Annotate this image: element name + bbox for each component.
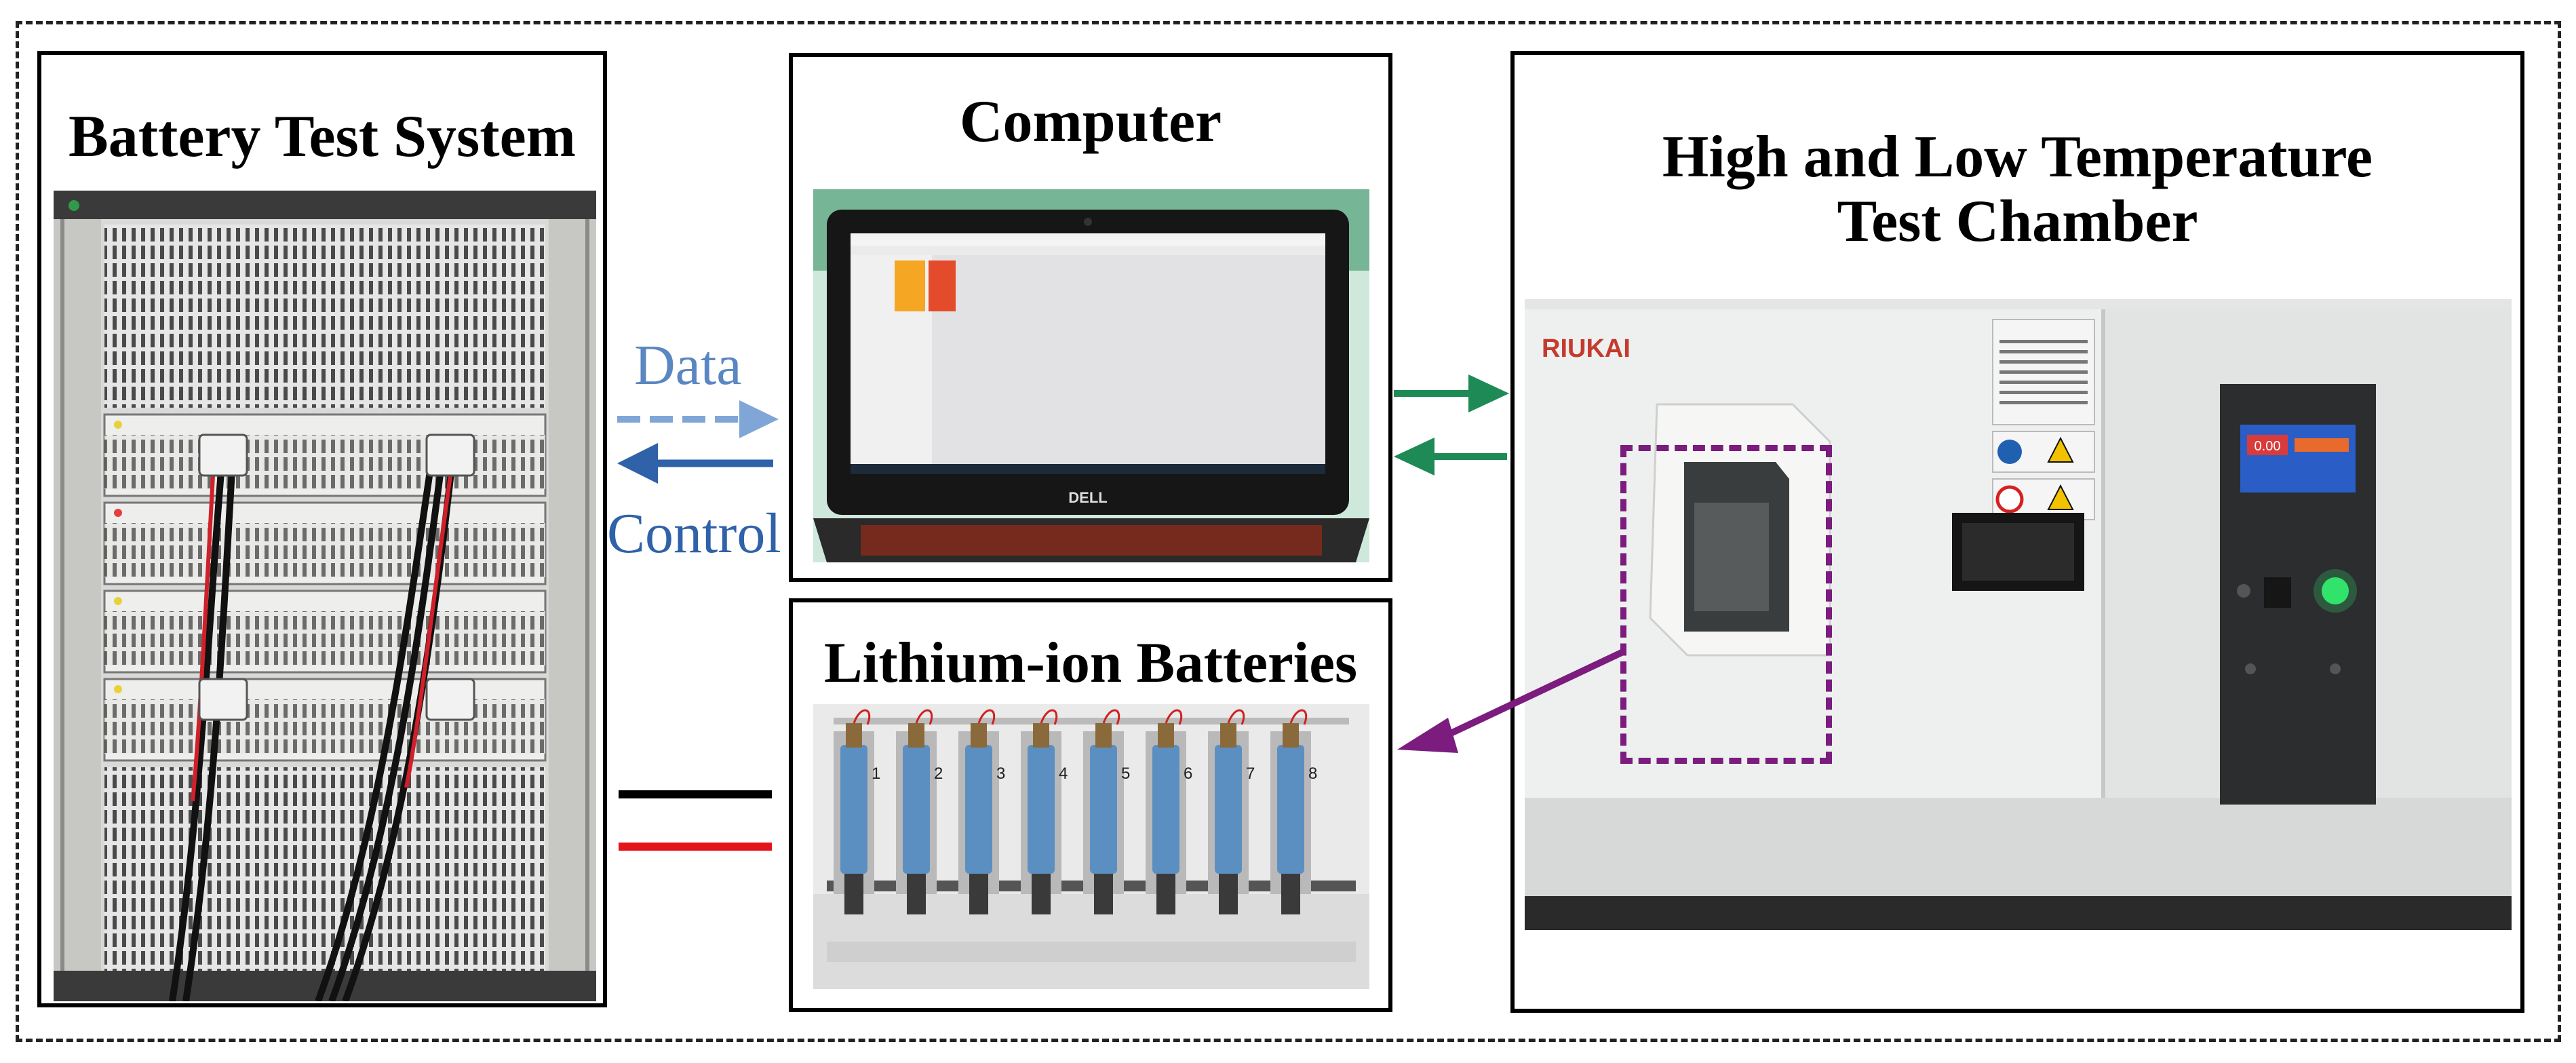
batteries-title: Lithium-ion Batteries — [823, 631, 1358, 695]
control-arrow-head — [617, 443, 658, 484]
battery-cell-number: 1 — [872, 765, 880, 783]
chamber-to-batteries-arrow-head — [1397, 718, 1458, 753]
chamber-display-value: 0.00 — [2255, 439, 2281, 454]
battery-test-system-title: Battery Test System — [69, 104, 576, 170]
data-arrow-label: Data — [634, 334, 742, 397]
chamber-title-line1: High and Low Temperature — [1662, 124, 2373, 190]
battery-cell-number: 4 — [1059, 765, 1068, 783]
computer-panel: Computer DELL — [789, 53, 1392, 582]
battery-cell: 5 — [1083, 709, 1130, 914]
data-arrow-head — [739, 400, 779, 438]
chamber-to-batteries-arrow — [1436, 648, 1626, 743]
battery-cell: 3 — [958, 709, 1005, 914]
batteries-panel: Lithium-ion Batteries 1 2 3 4 5 6 7 8 — [789, 598, 1392, 1012]
battery-cell: 7 — [1208, 709, 1255, 914]
chamber-brand-logo: RIUKAI — [1542, 334, 1631, 363]
battery-cell: 6 — [1146, 709, 1192, 914]
battery-cell: 2 — [896, 709, 943, 914]
laptop-brand-logo: DELL — [1068, 489, 1107, 506]
computer-to-chamber-arrow-head — [1468, 374, 1509, 412]
laptop-photo: DELL — [813, 189, 1369, 562]
batteries-photo: 1 2 3 4 5 6 7 8 — [813, 704, 1369, 989]
chamber-sample-highlight-box — [1620, 445, 1832, 764]
battery-cell-number: 7 — [1246, 765, 1255, 783]
battery-cell-number: 8 — [1308, 765, 1317, 783]
battery-cell-number: 3 — [996, 765, 1005, 783]
battery-cell: 1 — [834, 709, 880, 914]
battery-test-system-panel: Battery Test System — [37, 51, 607, 1007]
battery-cell-number: 5 — [1121, 765, 1130, 783]
battery-test-system-photo — [54, 191, 596, 1001]
outer-dashed-border — [16, 21, 2561, 1042]
chamber-panel: High and Low Temperature Test Chamber RI… — [1510, 51, 2524, 1013]
computer-title: Computer — [959, 89, 1222, 155]
chamber-to-computer-arrow-head — [1394, 438, 1435, 476]
battery-cell: 8 — [1270, 709, 1317, 914]
chamber-title-line2: Test Chamber — [1837, 189, 2198, 254]
control-arrow-label: Control — [607, 502, 781, 565]
battery-cell: 4 — [1021, 709, 1068, 914]
battery-cell-number: 2 — [934, 765, 943, 783]
battery-cell-number: 6 — [1184, 765, 1192, 783]
